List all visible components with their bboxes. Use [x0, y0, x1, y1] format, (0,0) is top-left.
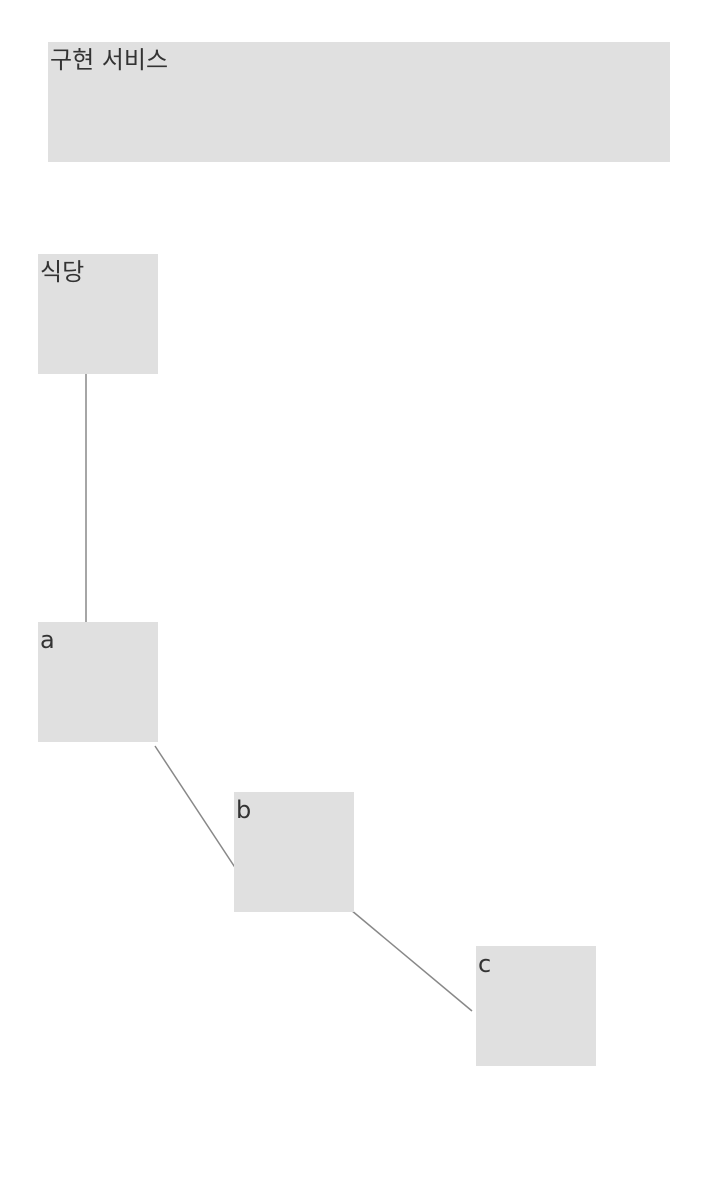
node-b-label: b	[236, 796, 252, 824]
service-title-label: 구현 서비스	[50, 46, 169, 74]
node-b: b	[234, 792, 354, 912]
node-c-label: c	[478, 950, 492, 978]
service-title-box: 구현 서비스	[48, 42, 670, 162]
edge-a-to-b	[154, 745, 239, 873]
node-a-label: a	[40, 626, 55, 654]
node-c: c	[476, 946, 596, 1066]
node-restaurant-label: 식당	[40, 258, 85, 286]
edge-b-to-c	[350, 909, 473, 1012]
node-a: a	[38, 622, 158, 742]
node-restaurant: 식당	[38, 254, 158, 374]
